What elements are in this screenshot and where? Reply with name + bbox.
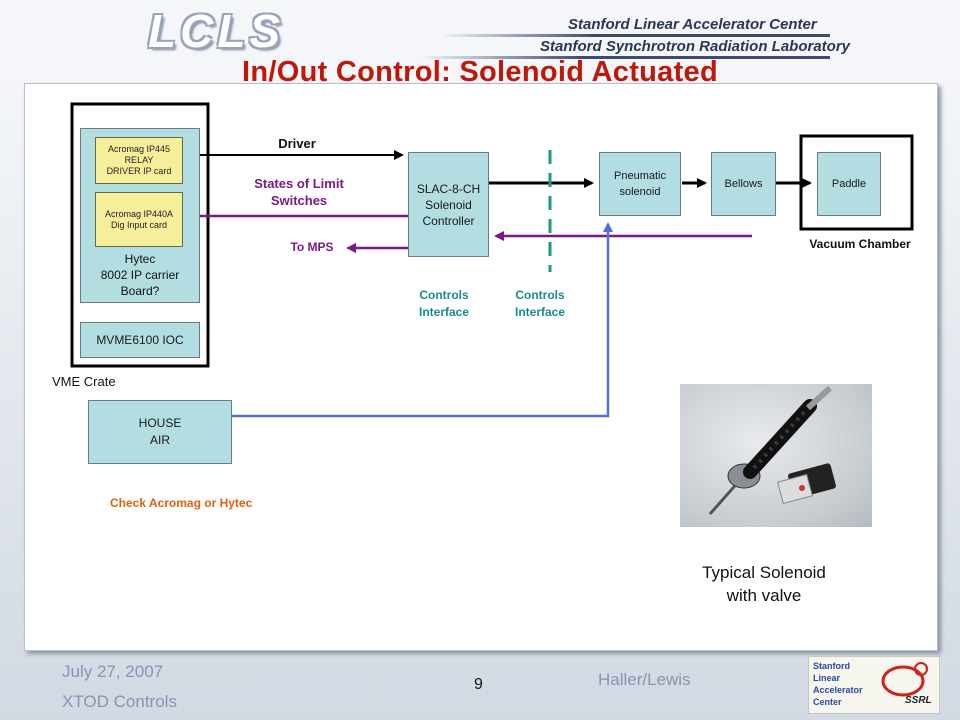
paddle-box: Paddle xyxy=(817,152,881,216)
limit-states-label: States of Limit Switches xyxy=(240,175,358,209)
photo-caption-line-1: Typical Solenoid xyxy=(702,563,826,582)
controls-interface-1-line-2: Interface xyxy=(418,305,470,319)
ssrl-header-line: Stanford Synchrotron Radiation Laborator… xyxy=(540,38,851,55)
relay-card-line-1: Acromag IP445 xyxy=(107,144,171,154)
controller-line-1: SLAC-8-CH xyxy=(416,181,481,196)
slac-ssrl-footer-logo: Stanford Linear Accelerator Center SSRL xyxy=(808,656,940,714)
solenoid-controller-box: SLAC-8-CH Solenoid Controller xyxy=(408,152,489,257)
header-rule-2 xyxy=(420,56,830,59)
house-air-line-2: AIR xyxy=(149,433,170,447)
limit-states-line-2: Switches xyxy=(270,193,328,208)
pneumatic-line-2: solenoid xyxy=(619,186,661,198)
vme-crate-label: VME Crate xyxy=(52,374,116,389)
pneumatic-solenoid-box: Pneumatic solenoid xyxy=(599,152,681,216)
vacuum-chamber-label: Vacuum Chamber xyxy=(809,237,911,251)
solenoid-illustration xyxy=(708,385,836,515)
hytec-line-1: Hytec xyxy=(124,252,156,266)
controls-interface-label-2: Controls Interface xyxy=(500,287,580,321)
input-card-line-2: Dig Input card xyxy=(110,219,168,230)
ssrl-logo-text: SSRL xyxy=(905,695,932,706)
house-air-box: HOUSE AIR xyxy=(88,400,232,464)
slac-logo-line-3: Accelerator xyxy=(813,685,863,695)
acromag-input-card: Acromag IP440A Dig Input card xyxy=(95,192,183,247)
driver-label: Driver xyxy=(278,136,316,151)
slac-header-line: Stanford Linear Accelerator Center xyxy=(568,16,817,33)
to-mps-label: To MPS xyxy=(290,240,334,254)
page-number: 9 xyxy=(474,676,483,693)
hytec-line-2: 8002 IP carrier xyxy=(100,268,180,282)
photo-caption: Typical Solenoid with valve xyxy=(664,561,864,607)
controls-interface-2-line-2: Interface xyxy=(514,305,566,319)
footer-authors: Haller/Lewis xyxy=(598,670,691,689)
slac-logo-line-4: Center xyxy=(813,697,842,707)
controls-interface-1-line-1: Controls xyxy=(419,288,469,302)
footer-date: July 27, 2007 xyxy=(62,662,164,681)
pneumatic-line-1: Pneumatic xyxy=(614,170,666,182)
ioc-box: MVME6100 IOC xyxy=(80,322,200,358)
slide-title: In/Out Control: Solenoid Actuated xyxy=(241,56,718,88)
relay-card-line-3: DRIVER IP card xyxy=(106,166,172,176)
bellows-box: Bellows xyxy=(711,152,776,216)
slac-logo-line-2: Linear xyxy=(813,673,841,683)
relay-card-line-2: RELAY xyxy=(124,155,154,165)
photo-caption-line-2: with valve xyxy=(726,586,802,605)
footer-project: XTOD Controls xyxy=(62,692,177,711)
hytec-line-3: Board? xyxy=(120,284,160,298)
acromag-relay-card: Acromag IP445 RELAY DRIVER IP card xyxy=(95,137,183,184)
vme-crate-outline xyxy=(70,102,210,368)
house-air-line xyxy=(232,222,613,418)
slac-logo-line-1: Stanford xyxy=(813,661,850,671)
controller-line-2: Solenoid xyxy=(425,197,472,212)
slac-logo-text: Stanford Linear Accelerator Center xyxy=(813,660,863,708)
solenoid-photo xyxy=(680,384,872,527)
check-acromag-note: Check Acromag or Hytec xyxy=(110,496,253,510)
controls-interface-2-line-1: Controls xyxy=(515,288,565,302)
controls-interface-label-1: Controls Interface xyxy=(404,287,484,321)
limit-states-line-1: States of Limit xyxy=(254,176,344,191)
lcls-logo: LCLS xyxy=(148,5,285,57)
hytec-label: Hytec 8002 IP carrier Board? xyxy=(80,251,200,299)
house-air-line-1: HOUSE xyxy=(138,416,182,430)
input-card-line-1: Acromag IP440A xyxy=(104,208,174,219)
ssrl-ring-icon xyxy=(881,662,928,697)
controller-line-3: Controller xyxy=(422,213,475,228)
header-rule-1 xyxy=(440,34,830,37)
